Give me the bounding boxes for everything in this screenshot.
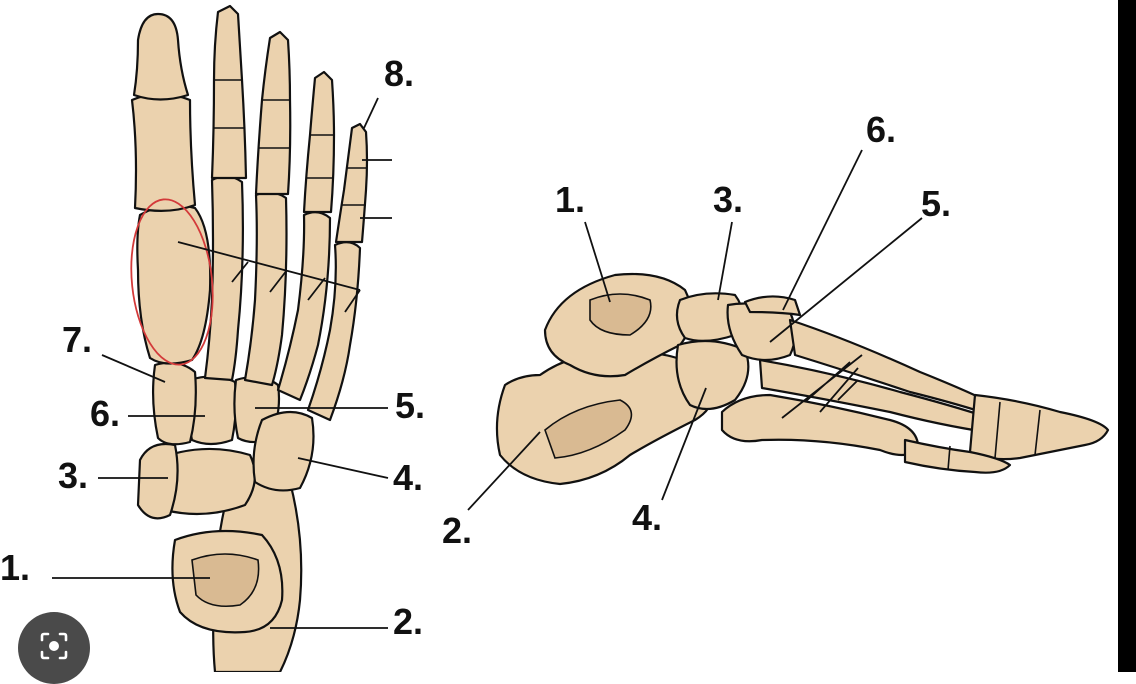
toe2-phalanges: [210, 4, 248, 180]
lateral-cuboid-bone: [675, 339, 750, 411]
lateral-toe-small: [903, 438, 1012, 474]
toe4-phalanges: [302, 70, 336, 214]
label-4: 4.: [393, 457, 424, 498]
lateral-label-2: 2.: [442, 510, 473, 551]
dorsal-foot-view: [52, 4, 392, 674]
label-5: 5.: [395, 385, 426, 426]
lateral-label-6: 6.: [866, 109, 897, 150]
metatarsal-3: [243, 191, 288, 387]
hallux-proximal-phalanx: [130, 92, 197, 212]
metatarsal-4: [276, 211, 332, 402]
label-6: 6.: [90, 393, 121, 434]
lateral-label-5: 5.: [921, 183, 952, 224]
lateral-label-3: 3.: [713, 179, 744, 220]
hallux-distal-phalanx: [132, 12, 190, 101]
label-7: 7.: [62, 319, 93, 360]
label-3: 3.: [58, 455, 89, 496]
intermediate-cuneiform-lat: [743, 295, 802, 317]
highlight-ellipse: [130, 198, 214, 366]
label-2: 2.: [393, 601, 424, 642]
medial-cuneiform-top: [152, 361, 197, 446]
cuboid-bone: [252, 410, 315, 492]
label-1: 1.: [0, 547, 31, 588]
lateral-foot-view: [467, 149, 1110, 511]
label-8: 8.: [384, 53, 415, 94]
medial-cuneiform-bone: [136, 442, 179, 520]
lateral-label-4: 4.: [632, 497, 663, 538]
lens-icon[interactable]: [18, 612, 90, 684]
toe5-phalanges: [334, 122, 369, 244]
right-border-bar: [1118, 0, 1136, 672]
lens-glyph-icon: [40, 632, 68, 660]
lateral-toes: [968, 393, 1110, 461]
lateral-label-1: 1.: [555, 179, 586, 220]
toe3-phalanges: [254, 30, 292, 196]
